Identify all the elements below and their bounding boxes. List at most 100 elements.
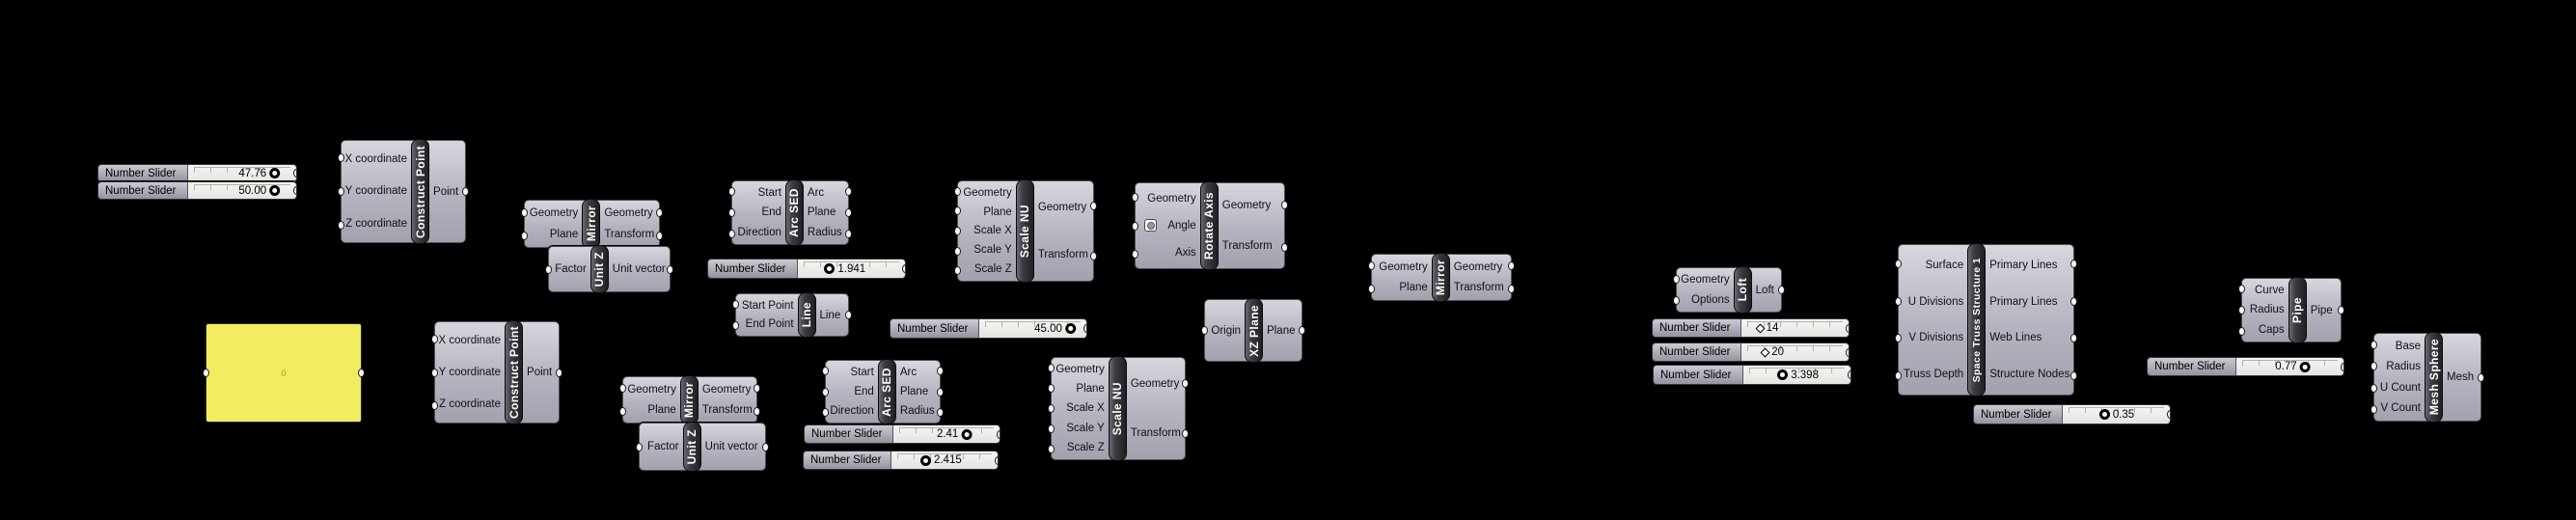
input-port-geometry[interactable] (954, 186, 961, 196)
output-port-geometry[interactable] (754, 384, 760, 394)
output-port-transform[interactable] (656, 231, 663, 240)
slider-track[interactable]: 0.77 (2236, 358, 2343, 375)
input-port-plane[interactable] (521, 231, 528, 240)
input-port-geometry[interactable] (521, 207, 528, 217)
slider-name-section[interactable]: Number Slider (1974, 405, 2064, 424)
slider-name-section[interactable]: Number Slider (2148, 358, 2237, 375)
output-port-plane[interactable] (845, 208, 852, 217)
input-port-base[interactable] (2370, 340, 2377, 349)
output-port-plane[interactable] (1299, 326, 1305, 335)
input-port-u-divisions[interactable] (1895, 296, 1902, 306)
output-port-unit-vector[interactable] (667, 264, 673, 274)
slider-output-port[interactable] (1083, 324, 1086, 333)
input-port-scale-z[interactable] (1048, 445, 1055, 453)
input-port-v-count[interactable] (2370, 405, 2377, 415)
input-port-x-coordinate[interactable] (431, 334, 438, 343)
input-port-end[interactable] (822, 387, 829, 397)
input-port-end-point[interactable] (732, 320, 739, 330)
output-port-structure-nodes[interactable] (2070, 371, 2077, 381)
output-port-transform[interactable] (1182, 429, 1189, 439)
slider-output-port[interactable] (902, 264, 905, 273)
input-port-radius[interactable] (2238, 306, 2245, 315)
slider-track[interactable]: 47.76 (187, 165, 296, 181)
output-port-radius[interactable] (937, 407, 944, 417)
input-port-axis[interactable] (1132, 249, 1138, 259)
slider-output-port[interactable] (1846, 323, 1849, 333)
slider-output-port[interactable] (995, 455, 998, 465)
input-port-plane[interactable] (1368, 284, 1375, 293)
output-port-geometry[interactable] (656, 207, 663, 217)
slider-output-port[interactable] (997, 429, 1000, 439)
slider-output-port[interactable] (293, 186, 296, 195)
slider-track[interactable]: 0.35 (2063, 405, 2170, 424)
output-port-point[interactable] (462, 187, 469, 196)
input-port-curve[interactable] (2238, 285, 2245, 294)
input-port-start[interactable] (728, 187, 735, 197)
input-port-geometry[interactable] (1132, 193, 1138, 203)
output-port-primary-lines[interactable] (2070, 296, 2077, 306)
output-port-radius[interactable] (845, 229, 852, 238)
output-port-arc[interactable] (845, 187, 852, 197)
slider-track[interactable]: 1.941 (797, 260, 905, 278)
input-port-y-coordinate[interactable] (338, 187, 344, 196)
slider-name-section[interactable]: Number Slider (891, 319, 980, 338)
slider-output-port[interactable] (1846, 347, 1849, 357)
input-port-v-divisions[interactable] (1895, 334, 1902, 343)
input-port-factor[interactable] (636, 442, 643, 452)
slider-output-port[interactable] (2341, 362, 2343, 371)
input-port-y-coordinate[interactable] (431, 368, 438, 377)
input-port-origin[interactable] (1201, 326, 1208, 335)
output-port-point[interactable] (556, 368, 562, 377)
slider-knob[interactable] (824, 263, 836, 274)
input-port-plane[interactable] (954, 206, 961, 216)
input-port-x-coordinate[interactable] (338, 152, 344, 162)
slider-knob[interactable] (2098, 409, 2110, 420)
slider-knob[interactable] (269, 168, 281, 178)
panel-output-port[interactable] (358, 369, 365, 377)
output-port-geometry[interactable] (1182, 378, 1189, 388)
output-port-primary-lines[interactable] (2070, 259, 2077, 268)
input-port-plane[interactable] (619, 406, 626, 416)
slider-name-section[interactable]: Number Slider (805, 425, 893, 443)
output-port-geometry[interactable] (1090, 202, 1097, 211)
slider-output-port[interactable] (1848, 370, 1850, 379)
output-port-web-lines[interactable] (2070, 334, 2077, 343)
input-port-angle[interactable] (1132, 221, 1138, 231)
input-port-scale-x[interactable] (954, 227, 961, 235)
slider-name-section[interactable]: Number Slider (1653, 319, 1742, 337)
input-port-direction[interactable] (728, 229, 735, 238)
input-port-geometry[interactable] (1048, 364, 1055, 372)
slider-track[interactable]: 50.00 (187, 182, 296, 199)
output-port-arc[interactable] (937, 367, 944, 376)
output-port-line[interactable] (845, 311, 852, 319)
slider-name-section[interactable]: Number Slider (708, 260, 798, 278)
slider-output-port[interactable] (293, 169, 296, 178)
slider-track[interactable]: 2.415 (891, 452, 998, 469)
input-port-scale-x[interactable] (1048, 404, 1055, 413)
output-port-transform[interactable] (754, 406, 760, 416)
output-port-transform[interactable] (1281, 242, 1288, 252)
input-port-geometry[interactable] (1673, 274, 1680, 284)
input-port-scale-y[interactable] (954, 246, 961, 256)
